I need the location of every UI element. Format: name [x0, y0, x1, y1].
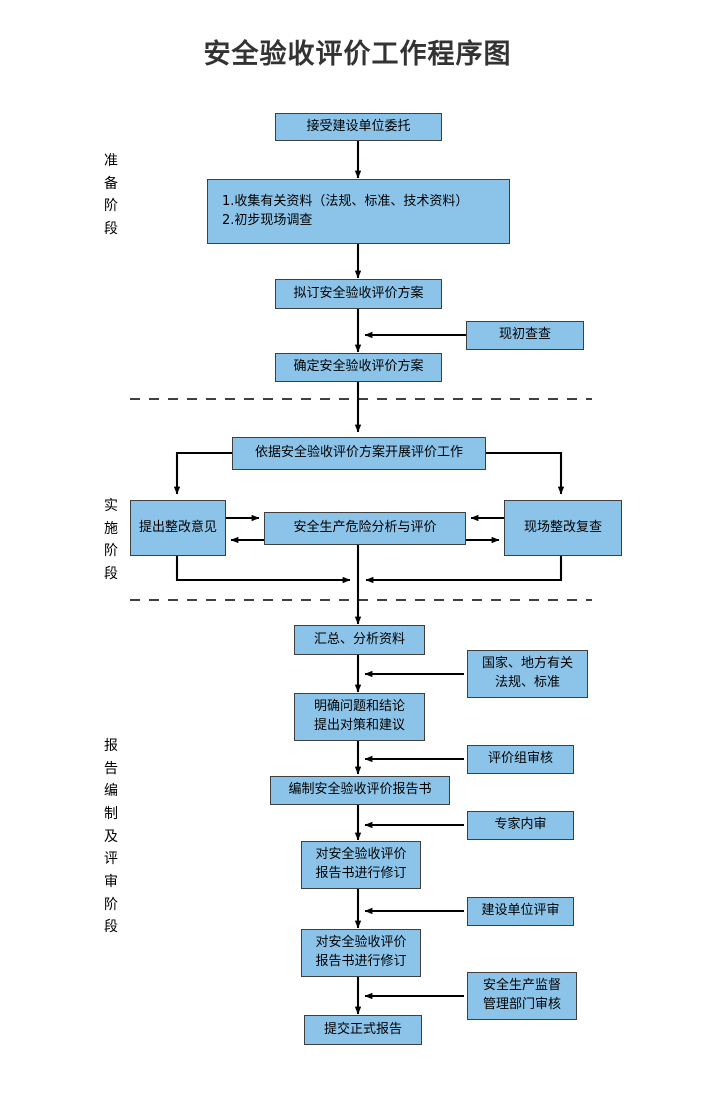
node-collect-data-line2: 2.初步现场调查	[222, 212, 313, 228]
page-title: 安全验收评价工作程序图	[203, 39, 512, 70]
node-expert-review-label: 专家内审	[494, 817, 547, 833]
node-clarify-conclusion-line1: 明确问题和结论	[313, 699, 405, 715]
edge-rectification-down-to-center	[175, 555, 351, 584]
node-clarify-conclusion[interactable]: 明确问题和结论 提出对策和建议	[294, 693, 425, 741]
node-revise-report-2[interactable]: 对安全验收评价 报告书进行修订	[301, 929, 421, 977]
stage-label-preparation: 准备阶段	[104, 153, 118, 238]
node-draft-plan[interactable]: 拟订安全验收评价方案	[275, 279, 442, 309]
node-accept-commission-label: 接受建设单位委托	[306, 118, 411, 134]
node-review-group-label: 评价组审核	[487, 751, 553, 767]
edge-recheck-down-to-center	[365, 555, 563, 584]
node-accept-commission[interactable]: 接受建设单位委托	[275, 113, 442, 141]
node-revise-report-1-line1: 对安全验收评价	[315, 847, 407, 863]
node-preliminary-survey[interactable]: 现初查查	[466, 321, 584, 350]
node-confirm-plan[interactable]: 确定安全验收评价方案	[275, 353, 442, 382]
node-review-group[interactable]: 评价组审核	[467, 745, 574, 774]
node-collect-data-line1: 1.收集有关资料（法规、标准、技术资料）	[222, 193, 469, 209]
node-preliminary-survey-label: 现初查查	[498, 327, 551, 343]
node-compile-report-label: 编制安全验收评价报告书	[288, 782, 432, 798]
node-laws-standards-line1: 国家、地方有关	[481, 656, 573, 672]
node-revise-report-2-line2: 报告书进行修订	[315, 954, 407, 969]
node-onsite-recheck[interactable]: 现场整改复查	[504, 500, 622, 556]
node-compile-report[interactable]: 编制安全验收评价报告书	[270, 776, 450, 805]
node-laws-standards-line2: 法规、标准	[494, 675, 560, 690]
node-owner-review-label: 建设单位评审	[481, 903, 560, 919]
node-draft-plan-label: 拟订安全验收评价方案	[293, 285, 424, 301]
node-summarize-data[interactable]: 汇总、分析资料	[294, 625, 425, 655]
node-onsite-recheck-label: 现场整改复查	[523, 519, 602, 535]
stage-label-reporting: 报告编制及评审阶段	[104, 738, 118, 936]
node-revise-report-2-line1: 对安全验收评价	[315, 935, 407, 951]
node-confirm-plan-label: 确定安全验收评价方案	[293, 359, 424, 375]
edge-evaluation-to-recheck	[485, 451, 565, 495]
node-rectification-opinion[interactable]: 提出整改意见	[130, 500, 226, 556]
node-hazard-analysis-label: 安全生产危险分析与评价	[293, 520, 437, 536]
node-owner-review[interactable]: 建设单位评审	[467, 897, 574, 926]
node-submit-report-label: 提交正式报告	[323, 1021, 402, 1037]
edge-evaluation-to-rectification	[173, 451, 232, 495]
node-hazard-analysis[interactable]: 安全生产危险分析与评价	[264, 512, 466, 545]
node-carry-out-evaluation-label: 依据安全验收评价方案开展评价工作	[254, 445, 463, 461]
node-revise-report-1-line2: 报告书进行修订	[315, 866, 407, 881]
node-revise-report-1[interactable]: 对安全验收评价 报告书进行修订	[301, 841, 421, 889]
node-safety-bureau-review-line1: 安全生产监督	[482, 978, 561, 994]
node-expert-review[interactable]: 专家内审	[467, 811, 574, 840]
node-laws-standards[interactable]: 国家、地方有关 法规、标准	[467, 650, 588, 698]
node-rectification-opinion-label: 提出整改意见	[138, 519, 217, 535]
node-safety-bureau-review[interactable]: 安全生产监督 管理部门审核	[467, 972, 577, 1020]
node-carry-out-evaluation[interactable]: 依据安全验收评价方案开展评价工作	[232, 437, 486, 470]
stage-label-implementation: 实施阶段	[104, 498, 118, 583]
node-collect-data[interactable]: 1.收集有关资料（法规、标准、技术资料） 2.初步现场调查	[207, 179, 510, 244]
node-clarify-conclusion-line2: 提出对策和建议	[313, 718, 405, 733]
node-safety-bureau-review-line2: 管理部门审核	[482, 997, 561, 1012]
node-submit-report[interactable]: 提交正式报告	[304, 1015, 422, 1045]
node-summarize-data-label: 汇总、分析资料	[313, 631, 405, 647]
